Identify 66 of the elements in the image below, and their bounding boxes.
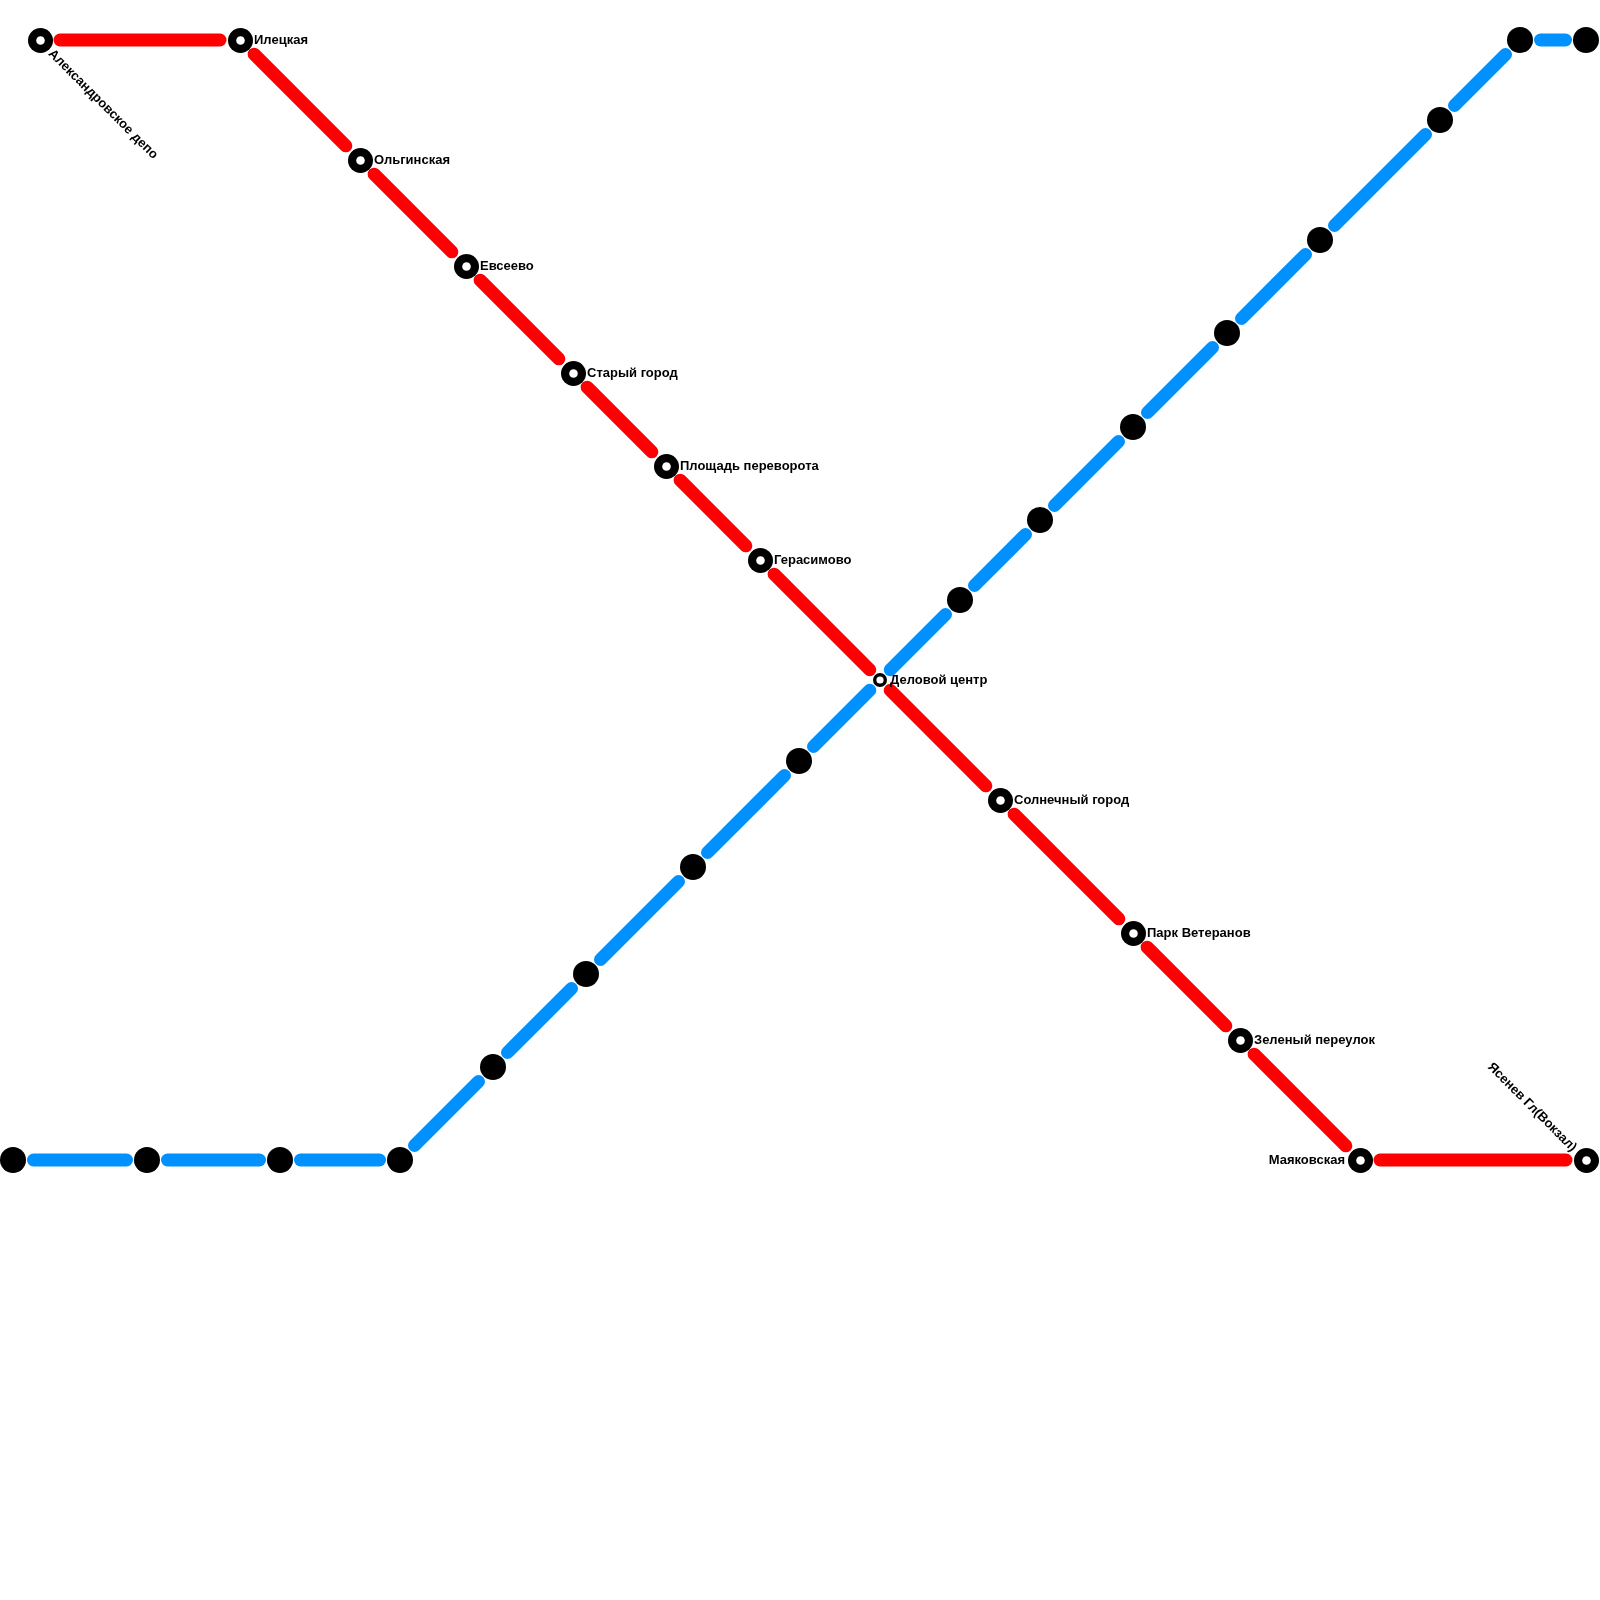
station-dot [0,1147,26,1173]
station-dot [387,1147,413,1173]
station-dot [786,748,812,774]
line-segment [594,875,685,966]
station-dot [267,1147,293,1173]
line-segment [1141,341,1219,419]
line-segment [1235,248,1312,325]
station-ring [453,253,479,279]
station-dot [1027,507,1053,533]
line-segment [247,47,353,153]
line-segment [161,1153,266,1167]
line-segment [1373,1153,1573,1167]
line-segment [473,273,566,366]
station-ring [747,547,773,573]
line-segment [767,567,877,677]
line-segment [53,33,227,47]
line-segment [367,167,459,259]
station-label: Евсеево [480,257,534,273]
line-segment [501,982,578,1059]
station-dot [680,854,706,880]
line-segment [673,473,753,553]
station-ring [560,360,586,386]
line-segment [1048,435,1125,512]
line-segment [580,380,659,459]
station-dot [573,961,599,987]
station-label: Деловой центр [890,671,988,687]
station-label: Зеленый переулок [1254,1031,1375,1047]
line-segment [1140,940,1233,1033]
station-dot [1507,27,1533,53]
station-label: Илецкая [254,31,308,47]
station-dot [1427,107,1453,133]
station-ring [873,673,887,687]
station-label: Ольгинская [374,151,450,167]
line-segment [883,683,993,793]
station-ring [653,453,679,479]
station-dot [1120,414,1146,440]
station-label: Солнечный город [1014,791,1130,807]
line-segment [294,1153,386,1167]
line-segment [1328,128,1432,232]
line-segment [27,1153,133,1167]
line-segment [968,528,1032,592]
station-ring [227,27,253,53]
station-ring [1347,1147,1373,1173]
line-segment [1534,33,1572,47]
station-dot [134,1147,160,1173]
station-dot [480,1054,506,1080]
station-ring [1120,920,1146,946]
station-label: Старый город [587,364,678,380]
station-dot [1573,27,1599,53]
line-segment [1247,1047,1353,1153]
line-segment [408,1075,485,1152]
station-label: Герасимово [774,551,852,567]
station-dot [1214,320,1240,346]
station-label: Парк Ветеранов [1147,924,1251,940]
line-segment [807,683,877,753]
line-segment [701,769,791,859]
station-ring [347,147,373,173]
station-ring [987,787,1013,813]
station-label: Площадь переворота [680,457,819,473]
station-label: Маяковская [1268,1151,1345,1167]
station-ring [1227,1027,1253,1053]
station-dot [947,587,973,613]
line-segment [883,608,952,677]
line-segment [1007,807,1126,926]
station-dot [1307,227,1333,253]
line-segment [1448,48,1512,112]
